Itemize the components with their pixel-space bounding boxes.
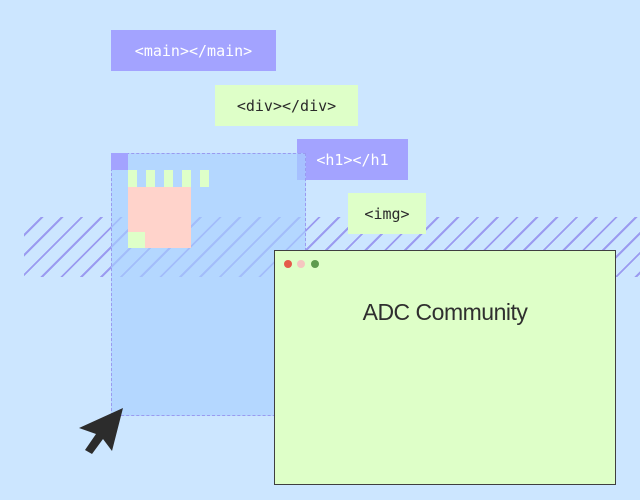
div-tag-label: <div></div>: [215, 85, 358, 126]
mini-text-bar: [146, 170, 155, 187]
mini-text-bar: [182, 170, 191, 187]
img-tag-label: <img>: [348, 193, 426, 234]
mini-image-corner: [128, 232, 145, 248]
minimize-dot-icon[interactable]: [297, 260, 305, 268]
mini-text-bar: [128, 170, 137, 187]
selection-handle[interactable]: [111, 153, 128, 170]
maximize-dot-icon[interactable]: [311, 260, 319, 268]
mini-text-bar: [164, 170, 173, 187]
mini-text-bar: [200, 170, 209, 187]
h1-tag-label: <h1></h1: [297, 139, 408, 180]
browser-window: ADC Community: [274, 250, 616, 485]
mouse-pointer-icon: [79, 408, 123, 454]
main-tag-label: <main></main>: [111, 30, 276, 71]
page-title: ADC Community: [362, 299, 528, 325]
close-dot-icon[interactable]: [284, 260, 292, 268]
